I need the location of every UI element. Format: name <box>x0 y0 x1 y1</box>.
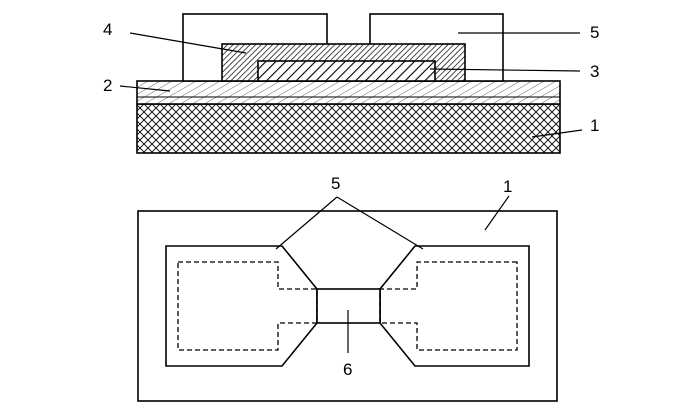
label-5-plan: 5 <box>331 174 340 193</box>
label-2: 2 <box>103 76 112 95</box>
section-thin-layer <box>136 80 561 105</box>
label-4: 4 <box>103 20 112 39</box>
plan-dashed-right <box>379 261 518 351</box>
leader-5-plan-right <box>336 196 424 250</box>
label-1-plan: 1 <box>503 177 512 196</box>
leader-3 <box>429 68 581 72</box>
label-5-top: 5 <box>590 23 599 42</box>
section-substrate <box>136 103 561 154</box>
plan-electrode-right <box>379 245 530 367</box>
plan-view: 5 1 6 <box>137 174 558 402</box>
leader-4 <box>129 32 247 54</box>
plan-electrode-left <box>165 245 318 367</box>
section-view: 4 5 3 2 1 <box>103 13 599 154</box>
leader-1-top <box>531 129 583 138</box>
leader-1-plan <box>484 195 510 231</box>
plan-dashed-left <box>177 261 318 351</box>
label-3: 3 <box>590 62 599 81</box>
label-1-top: 1 <box>590 116 599 135</box>
section-inner-block <box>257 60 436 82</box>
leader-2 <box>119 85 171 92</box>
label-6: 6 <box>343 360 352 379</box>
leader-5-plan-left <box>275 196 338 250</box>
